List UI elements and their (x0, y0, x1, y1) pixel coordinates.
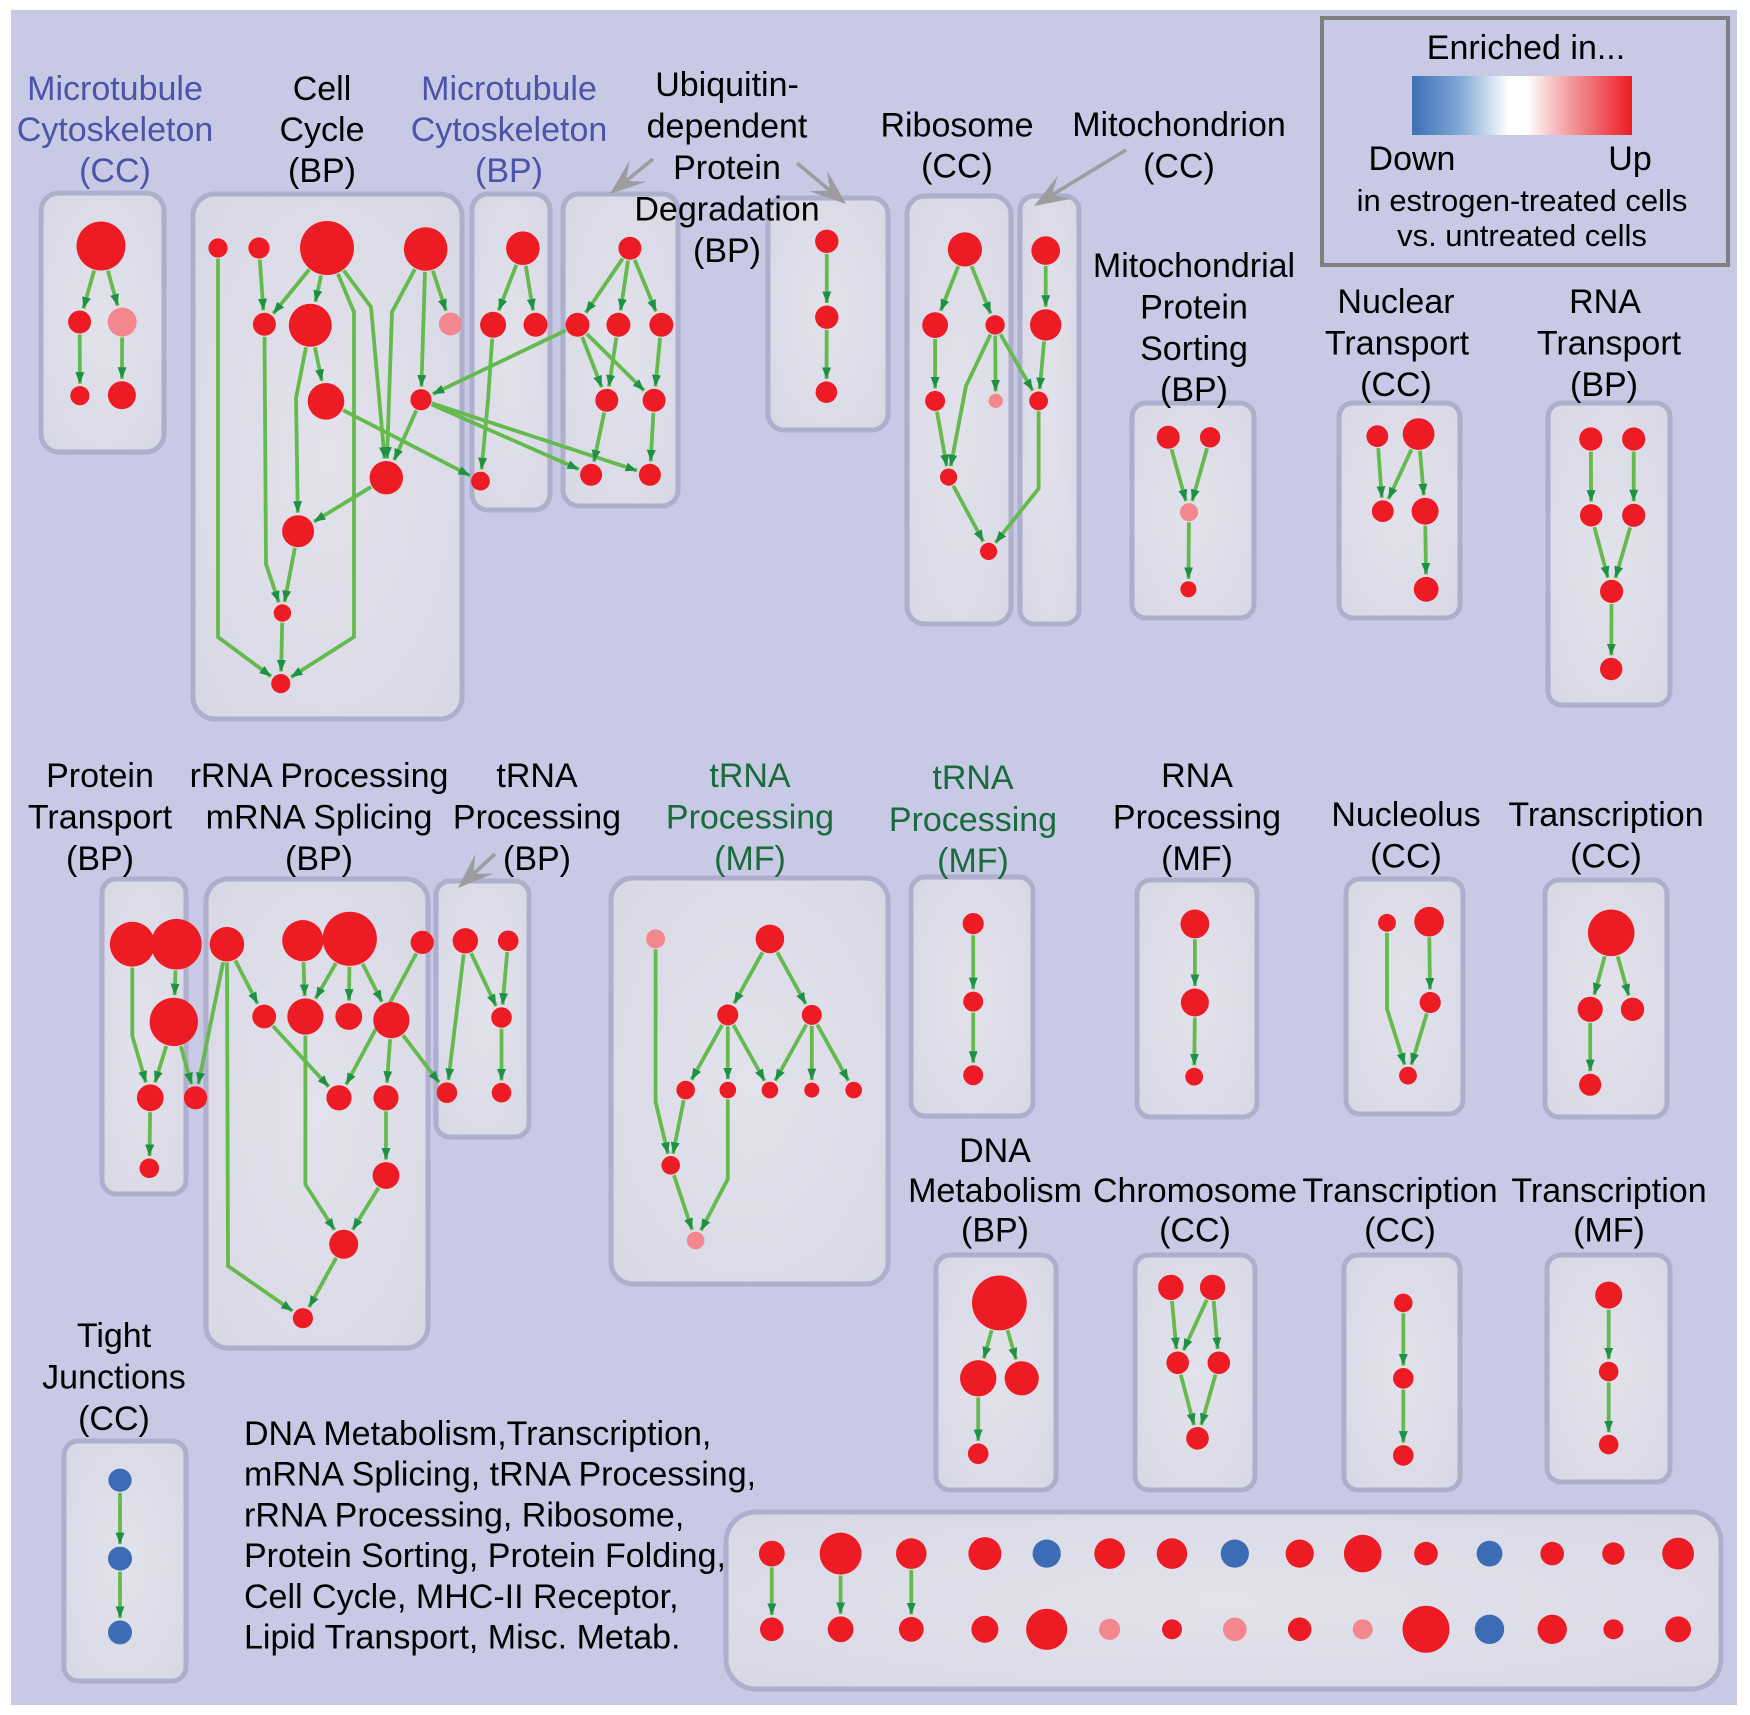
svg-text:Processing: Processing (453, 799, 621, 837)
svg-text:Transport: Transport (1325, 325, 1470, 363)
svg-text:Cell: Cell (293, 70, 352, 108)
svg-text:(BP): (BP) (288, 152, 356, 190)
svg-text:mRNA Splicing: mRNA Splicing (206, 799, 433, 837)
svg-text:Protein Sorting, Protein Foldi: Protein Sorting, Protein Folding, (244, 1537, 726, 1575)
svg-text:Transcription: Transcription (1302, 1172, 1497, 1210)
svg-text:(BP): (BP) (285, 840, 353, 878)
svg-text:Mitochondrion: Mitochondrion (1072, 106, 1286, 144)
svg-text:Processing: Processing (666, 799, 834, 837)
svg-text:Cycle: Cycle (279, 111, 364, 149)
svg-text:Microtubule: Microtubule (27, 70, 203, 108)
svg-text:(BP): (BP) (693, 232, 761, 270)
svg-text:RNA: RNA (1161, 757, 1233, 795)
svg-text:(CC): (CC) (1360, 366, 1432, 404)
svg-text:(CC): (CC) (1364, 1212, 1436, 1250)
svg-text:RNA: RNA (1569, 283, 1641, 321)
svg-text:Enriched in...: Enriched in... (1427, 29, 1625, 67)
svg-text:dependent: dependent (647, 108, 808, 146)
svg-text:(BP): (BP) (475, 152, 543, 190)
svg-text:(BP): (BP) (503, 840, 571, 878)
svg-text:(MF): (MF) (937, 842, 1009, 880)
svg-text:(MF): (MF) (1573, 1212, 1645, 1250)
svg-text:Transport: Transport (1537, 325, 1682, 363)
svg-text:(BP): (BP) (66, 840, 134, 878)
svg-text:Degradation: Degradation (634, 191, 819, 229)
svg-text:Up: Up (1608, 140, 1651, 178)
svg-text:Mitochondrial: Mitochondrial (1093, 247, 1295, 285)
svg-text:Nucleolus: Nucleolus (1331, 796, 1480, 834)
svg-text:Sorting: Sorting (1140, 330, 1248, 368)
svg-text:Transport: Transport (28, 799, 173, 837)
svg-text:Chromosome: Chromosome (1093, 1172, 1297, 1210)
svg-text:tRNA: tRNA (709, 757, 791, 795)
svg-text:Cell Cycle, MHC-II Receptor,: Cell Cycle, MHC-II Receptor, (244, 1578, 679, 1616)
svg-text:Transcription: Transcription (1508, 796, 1703, 834)
svg-text:Junctions: Junctions (42, 1359, 186, 1397)
svg-text:(CC): (CC) (79, 152, 151, 190)
svg-text:Microtubule: Microtubule (421, 70, 597, 108)
svg-text:(MF): (MF) (1161, 840, 1233, 878)
svg-text:rRNA Processing, Ribosome,: rRNA Processing, Ribosome, (244, 1496, 684, 1534)
svg-text:(CC): (CC) (1570, 838, 1642, 876)
svg-text:tRNA: tRNA (496, 757, 578, 795)
svg-text:mRNA Splicing, tRNA Processing: mRNA Splicing, tRNA Processing, (244, 1456, 756, 1494)
svg-text:Processing: Processing (889, 801, 1057, 839)
svg-text:Protein: Protein (1140, 289, 1248, 327)
svg-text:vs. untreated cells: vs. untreated cells (1397, 218, 1647, 253)
svg-text:(CC): (CC) (78, 1400, 150, 1438)
svg-text:Cytoskeleton: Cytoskeleton (17, 111, 214, 149)
svg-text:Down: Down (1369, 140, 1456, 178)
svg-text:Lipid Transport, Misc. Metab.: Lipid Transport, Misc. Metab. (244, 1619, 681, 1657)
svg-text:Metabolism: Metabolism (908, 1172, 1082, 1210)
svg-text:(BP): (BP) (1570, 366, 1638, 404)
svg-text:(BP): (BP) (961, 1212, 1029, 1250)
svg-text:Protein: Protein (46, 757, 154, 795)
svg-text:(CC): (CC) (1143, 148, 1215, 186)
svg-text:rRNA Processing: rRNA Processing (190, 757, 449, 795)
svg-text:(CC): (CC) (921, 148, 993, 186)
svg-text:Ubiquitin-: Ubiquitin- (655, 66, 799, 104)
svg-text:Nuclear: Nuclear (1337, 283, 1454, 321)
svg-text:Cytoskeleton: Cytoskeleton (411, 111, 608, 149)
svg-text:tRNA: tRNA (932, 759, 1014, 797)
svg-text:DNA Metabolism,Transcription,: DNA Metabolism,Transcription, (244, 1415, 711, 1453)
svg-text:Processing: Processing (1113, 799, 1281, 837)
svg-text:Tight: Tight (77, 1317, 152, 1355)
svg-text:in estrogen-treated cells: in estrogen-treated cells (1357, 183, 1688, 218)
svg-text:Protein: Protein (673, 149, 781, 187)
svg-text:DNA: DNA (959, 1132, 1031, 1170)
svg-text:Transcription: Transcription (1511, 1172, 1706, 1210)
svg-text:(MF): (MF) (714, 840, 786, 878)
svg-text:(CC): (CC) (1159, 1212, 1231, 1250)
svg-text:(CC): (CC) (1370, 838, 1442, 876)
svg-text:Ribosome: Ribosome (880, 107, 1033, 145)
svg-text:(BP): (BP) (1160, 371, 1228, 409)
